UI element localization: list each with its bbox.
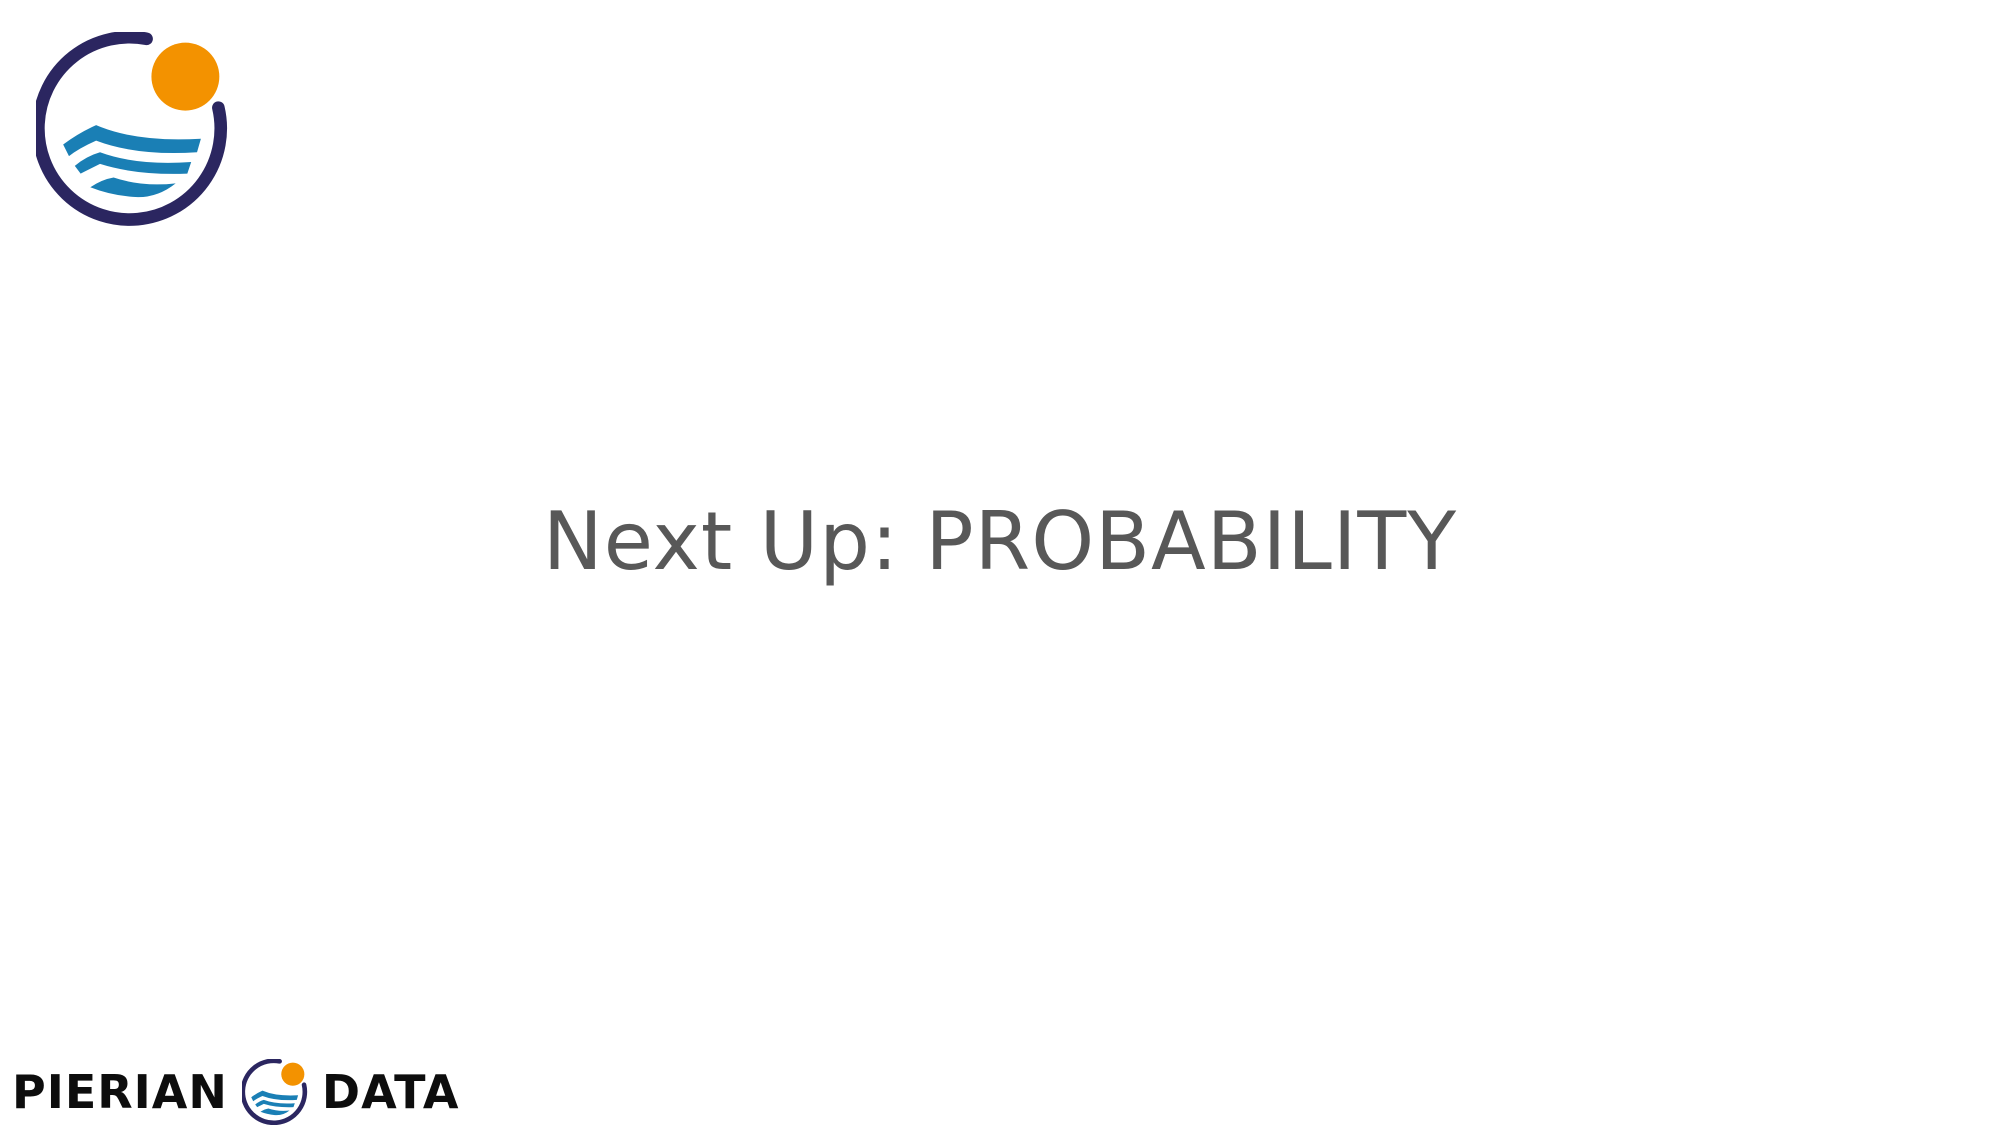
slide-title: Next Up: PROBABILITY <box>542 495 1458 588</box>
brand-word-left: PIERIAN <box>12 1065 228 1119</box>
pierian-data-logo-small-icon <box>241 1059 308 1125</box>
brand-word-right: DATA <box>321 1065 460 1119</box>
pierian-data-wordmark: PIERIAN DATA <box>12 1059 460 1125</box>
pierian-data-logo-icon <box>36 32 230 226</box>
